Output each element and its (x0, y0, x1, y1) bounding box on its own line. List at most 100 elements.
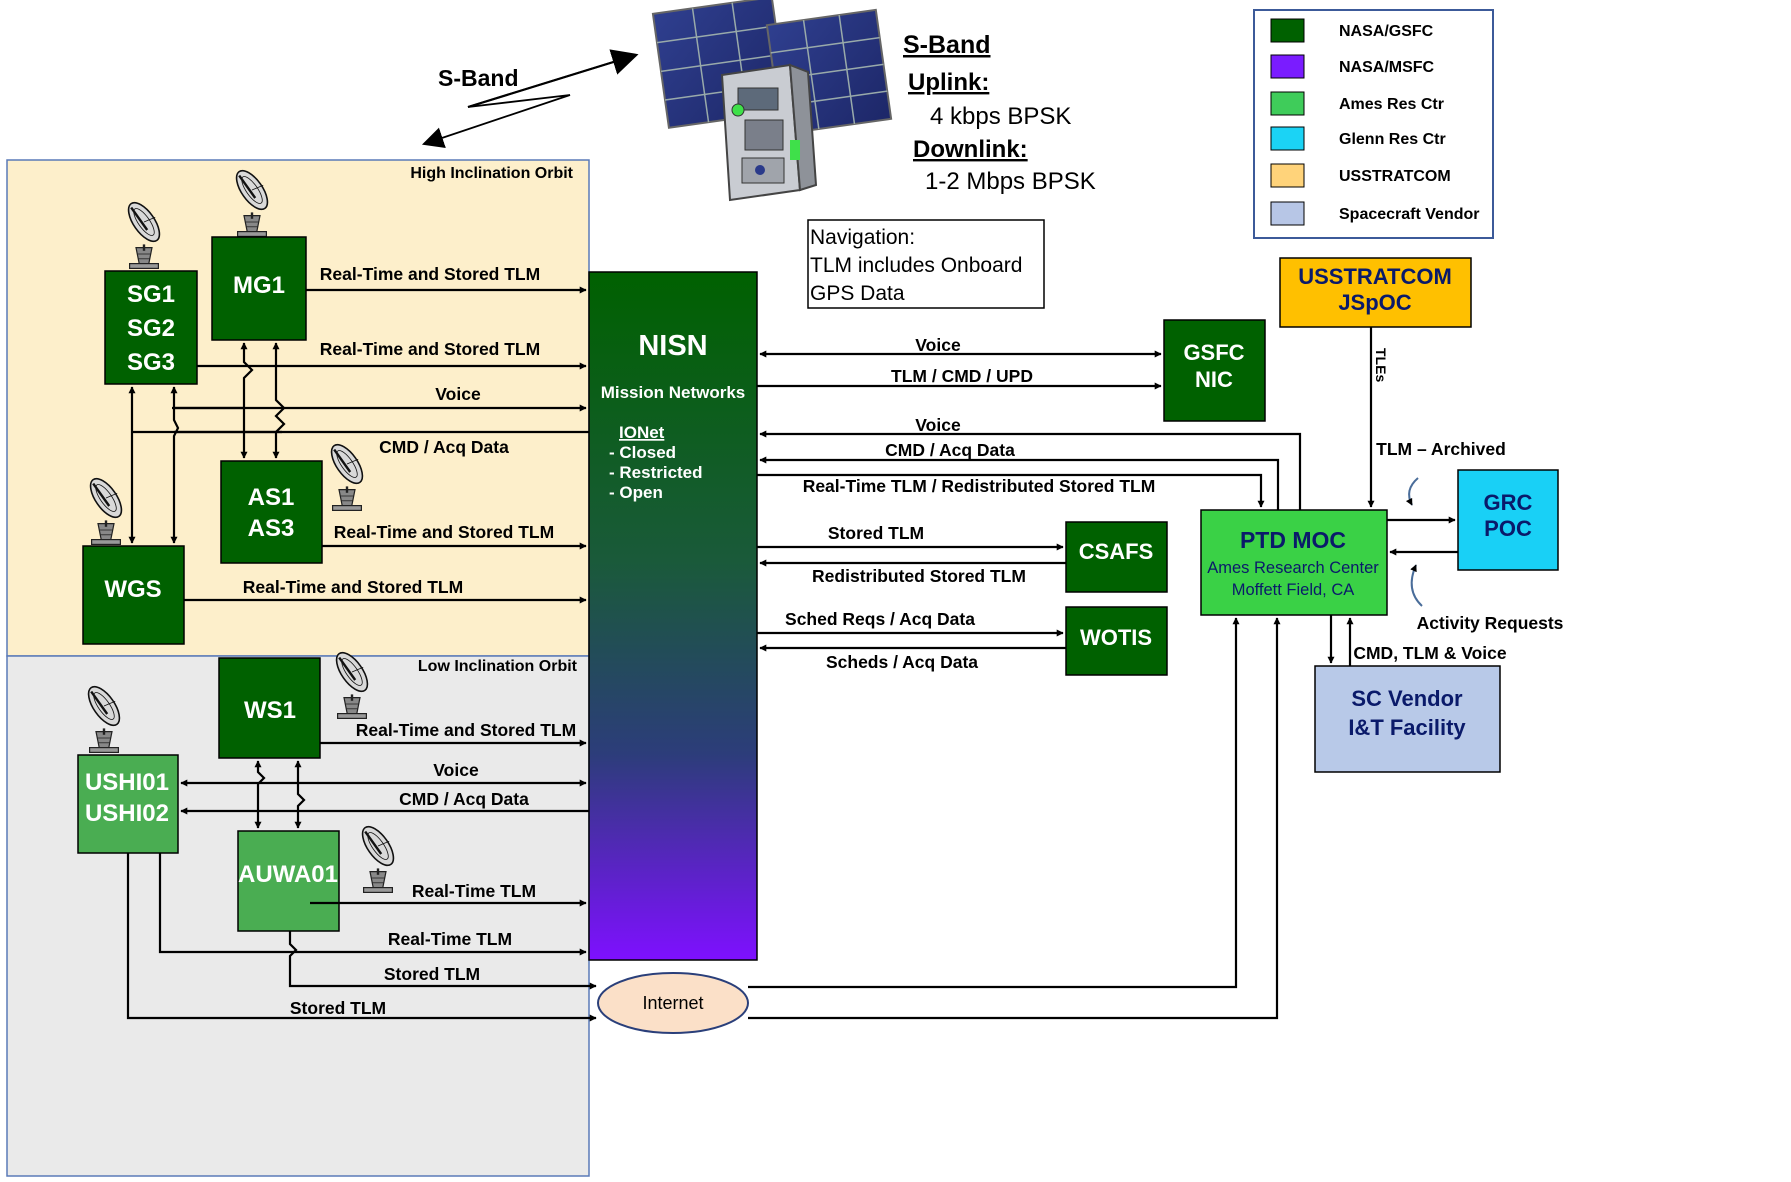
sc-vendor-label: I&T Facility (1348, 715, 1466, 740)
station-wgs-label: WGS (104, 576, 161, 603)
link-label: Redistributed Stored TLM (812, 566, 1026, 586)
link-label: Real-Time and Stored TLM (320, 339, 540, 359)
link-label: Voice (433, 760, 479, 780)
csafs-label: CSAFS (1079, 539, 1154, 564)
legend-swatch (1270, 201, 1305, 226)
station-mg1[interactable] (211, 236, 307, 341)
station-sg-label: SG2 (127, 315, 175, 342)
station-sg-label: SG3 (127, 349, 175, 376)
link-label: Stored TLM (828, 523, 924, 543)
nisn-item: - Open (609, 483, 663, 502)
link-label: Voice (915, 415, 961, 435)
sc-vendor-label: SC Vendor (1351, 686, 1463, 711)
link-label: Real-Time TLM (388, 929, 512, 949)
nisn-item: - Restricted (609, 463, 703, 482)
station-ws1[interactable] (218, 657, 321, 759)
station-ws1-label: WS1 (244, 697, 296, 724)
connector-lines (126, 286, 1458, 1022)
link-label: Real-Time TLM (412, 881, 536, 901)
ptd-moc-subtitle: Ames Research Center (1207, 559, 1379, 577)
link-label: Voice (915, 335, 961, 355)
usstratcom-jspoc[interactable] (1279, 257, 1472, 328)
legend-label: Spacecraft Vendor (1339, 206, 1480, 223)
usstratcom-label: JSpOC (1338, 290, 1411, 315)
station-mg1-label: MG1 (233, 272, 285, 299)
high-inclination-label: High Inclination Orbit (410, 165, 573, 182)
legend-label: Glenn Res Ctr (1339, 131, 1446, 148)
station-as-label: AS1 (248, 484, 295, 511)
s-band-link-label: S-Band (438, 65, 519, 91)
station-auwa01-label: AUWA01 (238, 861, 338, 888)
link-label: Activity Requests (1417, 613, 1564, 633)
internet-label: Internet (642, 993, 703, 1013)
legend-label: NASA/MSFC (1339, 59, 1435, 76)
sc-vendor-facility[interactable] (1314, 665, 1501, 773)
navigation-line: GPS Data (810, 282, 905, 305)
usstratcom-label: USSTRATCOM (1298, 264, 1452, 289)
nisn-title: NISN (638, 330, 707, 362)
nisn-ionet: IONet (619, 423, 665, 442)
downlink-arrow (421, 54, 637, 149)
link-label: CMD / Acq Data (399, 789, 529, 809)
link-label: Real-Time and Stored TLM (334, 522, 554, 542)
link-label: Real-Time and Stored TLM (243, 577, 463, 597)
low-inclination-label: Low Inclination Orbit (418, 658, 578, 675)
legend-swatch (1270, 54, 1305, 79)
link-label: TLEs (1373, 348, 1389, 382)
station-as[interactable] (220, 460, 323, 564)
internet-cloud[interactable] (597, 972, 749, 1034)
legend-swatch (1270, 91, 1305, 116)
navigation-line: Navigation: (810, 226, 915, 249)
link-label: Scheds / Acq Data (826, 652, 978, 672)
gsfc-nic[interactable] (1163, 319, 1266, 422)
station-ushi-label: USHI02 (85, 800, 169, 827)
link-label: Sched Reqs / Acq Data (785, 609, 975, 629)
ptd-moc-subtitle: Moffett Field, CA (1232, 581, 1355, 599)
grc-poc-label: POC (1484, 516, 1532, 541)
link-label: Stored TLM (384, 964, 480, 984)
link-label: CMD / Acq Data (379, 437, 509, 457)
link-label: CMD, TLM & Voice (1353, 643, 1507, 663)
downlink-rate: 1-2 Mbps BPSK (925, 168, 1096, 195)
grc-poc-label: GRC (1484, 490, 1533, 515)
legend-swatch (1270, 163, 1305, 188)
nisn-item: - Closed (609, 443, 676, 462)
grc-poc[interactable] (1457, 469, 1559, 571)
link-label: Real-Time TLM / Redistributed Stored TLM (803, 476, 1156, 496)
gsfc-nic-label: NIC (1195, 367, 1233, 392)
uplink-rate: 4 kbps BPSK (930, 103, 1071, 130)
link-label: Stored TLM (290, 998, 386, 1018)
link-label: Real-Time and Stored TLM (320, 264, 540, 284)
rf-title: S-Band (903, 31, 991, 59)
legend-label: USSTRATCOM (1339, 168, 1451, 185)
downlink-label: Downlink: (913, 136, 1028, 163)
link-label: Real-Time and Stored TLM (356, 720, 576, 740)
station-as-label: AS3 (248, 515, 295, 542)
ptd-moc-title: PTD MOC (1240, 527, 1346, 553)
csafs[interactable] (1065, 521, 1168, 593)
satellite-icon (651, 0, 893, 202)
navigation-line: TLM includes Onboard (810, 254, 1022, 277)
legend-label: Ames Res Ctr (1339, 96, 1444, 113)
nisn-subtitle: Mission Networks (601, 383, 746, 402)
legend-label: NASA/GSFC (1339, 23, 1434, 40)
wotis-label: WOTIS (1080, 625, 1152, 650)
link-label: CMD / Acq Data (885, 440, 1015, 460)
gsfc-nic-label: GSFC (1183, 340, 1244, 365)
station-auwa01[interactable] (237, 830, 340, 932)
station-sg-label: SG1 (127, 281, 175, 308)
station-sg[interactable] (104, 270, 198, 385)
wotis[interactable] (1065, 606, 1168, 676)
legend-swatch (1270, 18, 1305, 43)
station-wgs[interactable] (82, 545, 185, 645)
nisn-network[interactable] (588, 271, 758, 961)
station-ushi-label: USHI01 (85, 769, 169, 796)
legend-swatch (1270, 126, 1305, 151)
navigation-note (807, 219, 1045, 309)
uplink-label: Uplink: (908, 69, 989, 96)
link-label: Voice (435, 384, 481, 404)
ptd-moc[interactable] (1200, 509, 1388, 616)
station-ushi[interactable] (77, 754, 179, 854)
